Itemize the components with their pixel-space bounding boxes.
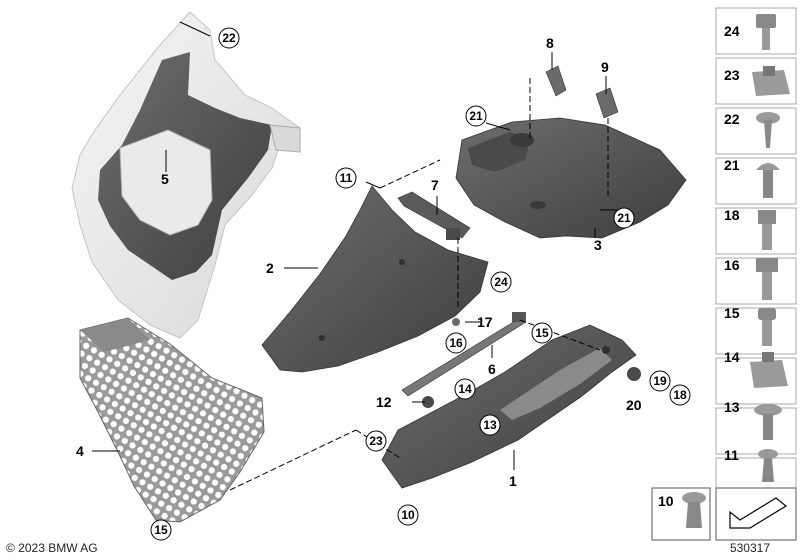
diagram-labels: 5 8 9 7 2 3 17 6 4 12 20 1 [76, 35, 642, 489]
svg-text:24: 24 [724, 23, 740, 39]
part-4-mesh-grille [79, 317, 265, 523]
part-1-lower-fairing [381, 324, 637, 489]
parts-cell-15: 15 [715, 305, 797, 355]
bottom-part-box: 10 [651, 487, 711, 541]
circle-label-13: 13 [479, 414, 501, 436]
svg-text:24: 24 [494, 275, 508, 289]
svg-text:11: 11 [340, 171, 353, 185]
svg-text:21: 21 [617, 211, 631, 225]
part-3-tray [455, 117, 687, 239]
svg-text:19: 19 [653, 374, 667, 388]
circle-label-10: 10 [397, 504, 419, 526]
label-6: 6 [488, 361, 496, 377]
svg-text:11: 11 [724, 447, 739, 463]
svg-text:23: 23 [724, 67, 740, 83]
svg-text:15: 15 [724, 305, 740, 321]
label-12: 12 [376, 394, 392, 410]
parts-cell-24: 24 [715, 7, 797, 55]
part-5-side-panel [71, 11, 301, 339]
svg-text:23: 23 [369, 434, 383, 448]
svg-text:15: 15 [154, 523, 168, 537]
circled-labels: 22 21 11 21 24 16 15 14 13 19 18 23 10 1… [150, 27, 691, 541]
parts-cell-23: 23 [715, 57, 797, 105]
svg-text:21: 21 [469, 109, 483, 123]
label-7: 7 [431, 177, 439, 193]
svg-text:14: 14 [724, 349, 740, 365]
parts-cell-22: 22 [715, 107, 797, 155]
label-4: 4 [76, 443, 84, 459]
circle-label-22: 22 [218, 27, 240, 49]
label-1: 1 [509, 473, 517, 489]
parts-cell-13: 13 [715, 399, 797, 455]
svg-text:13: 13 [724, 399, 740, 415]
label-2: 2 [266, 260, 274, 276]
circle-label-11: 11 [335, 167, 357, 189]
arrow-box [715, 487, 797, 541]
svg-text:10: 10 [401, 508, 415, 522]
circle-label-14: 14 [454, 378, 476, 400]
parts-cell-14: 14 [715, 349, 797, 405]
svg-text:22: 22 [222, 31, 236, 45]
copyright-text: © 2023 BMW AG [6, 541, 98, 555]
parts-cell-21: 21 [715, 157, 797, 205]
parts-cell-16: 16 [715, 257, 797, 305]
leader-lines [92, 21, 630, 491]
svg-text:13: 13 [483, 418, 497, 432]
label-20: 20 [626, 397, 642, 413]
circle-label-23: 23 [365, 430, 387, 452]
label-5: 5 [161, 171, 169, 187]
parts-cell-18: 18 [715, 207, 797, 255]
parts-column: 24 23 22 21 18 [715, 7, 797, 505]
label-3: 3 [594, 237, 602, 253]
hardware-grommets [422, 318, 641, 408]
direction-arrow-icon [729, 497, 788, 529]
part-7-bracket [397, 191, 471, 240]
label-8: 8 [546, 35, 554, 51]
svg-text:18: 18 [673, 388, 687, 402]
circle-label-19: 19 [649, 370, 671, 392]
part-8-clip [545, 65, 567, 97]
svg-text:21: 21 [724, 157, 740, 173]
svg-text:14: 14 [458, 382, 472, 396]
circle-label-21-upper: 21 [465, 105, 487, 127]
circle-label-15-bottom: 15 [150, 519, 172, 541]
part-6-rod [401, 312, 527, 397]
part-9-clip [595, 87, 619, 119]
circle-label-24: 24 [490, 271, 512, 293]
label-17: 17 [477, 314, 493, 330]
circle-label-15-mid: 15 [531, 322, 553, 344]
reference-number: 530317 [729, 541, 770, 555]
svg-text:22: 22 [724, 111, 740, 127]
svg-text:16: 16 [724, 257, 740, 273]
circle-label-21-right: 21 [613, 207, 635, 229]
svg-text:15: 15 [535, 326, 549, 340]
label-9: 9 [601, 59, 609, 75]
circle-label-18: 18 [669, 384, 691, 406]
svg-text:18: 18 [724, 207, 740, 223]
circle-label-16: 16 [445, 332, 467, 354]
svg-text:16: 16 [449, 336, 463, 350]
svg-text:10: 10 [658, 493, 674, 509]
part-2-panel [261, 185, 489, 373]
